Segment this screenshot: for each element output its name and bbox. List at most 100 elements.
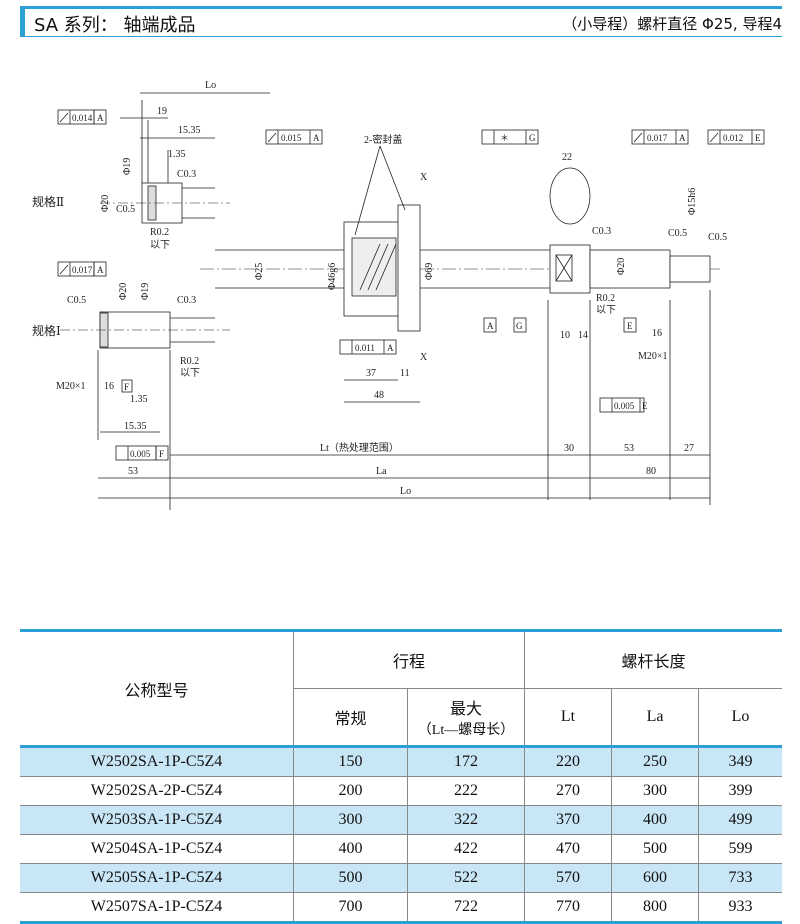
table-cell-lo: 349 bbox=[698, 746, 782, 777]
datum-g-1: G bbox=[529, 133, 536, 143]
seal-label: 2-密封盖 bbox=[364, 133, 402, 146]
table-cell-lt: 270 bbox=[524, 776, 612, 806]
table-cell-normal: 300 bbox=[293, 805, 408, 835]
dim-phi46: Φ46g6 bbox=[327, 263, 338, 290]
datum-e-3: E bbox=[642, 401, 648, 411]
dim-phi20-left: Φ20 bbox=[118, 283, 129, 300]
tol-0014: 0.014 bbox=[72, 113, 93, 123]
dim-1535-top: 15.35 bbox=[178, 125, 201, 136]
table-cell-la: 600 bbox=[611, 863, 699, 893]
header-la: La bbox=[611, 688, 699, 748]
spec-table: 公称型号 行程 螺杆长度 常规 最大 （Lt—螺母长） Lt La Lo W25… bbox=[20, 629, 782, 924]
header-max-cell: 最大 （Lt—螺母长） bbox=[407, 688, 525, 748]
dim-r02-top: R0.2 bbox=[150, 227, 169, 238]
dim-phi15h6: Φ15h6 bbox=[687, 188, 698, 215]
tol-star: ＊ bbox=[500, 133, 509, 143]
header-max: 最大 bbox=[449, 701, 482, 718]
dim-c05-right2: C0.5 bbox=[708, 232, 727, 243]
lo-bottom-label: Lo bbox=[400, 486, 411, 497]
dim-27: 27 bbox=[684, 443, 694, 454]
table-cell-model: W2507SA-1P-C5Z4 bbox=[20, 892, 294, 924]
tol-0005-left: 0.005 bbox=[130, 449, 151, 459]
dim-80: 80 bbox=[646, 466, 656, 477]
lt-heat-label: Lt（热处理范围） bbox=[320, 441, 399, 454]
tol-0011: 0.011 bbox=[355, 343, 375, 353]
la-label: La bbox=[376, 466, 387, 477]
table-cell-normal: 400 bbox=[293, 834, 408, 864]
tol-0005-right: 0.005 bbox=[614, 401, 635, 411]
dim-10: 10 bbox=[560, 330, 570, 341]
table-cell-la: 400 bbox=[611, 805, 699, 835]
table-cell-max: 222 bbox=[407, 776, 525, 806]
lo-top-dimension: Lo bbox=[140, 80, 270, 94]
table-cell-la: 800 bbox=[611, 892, 699, 924]
dim-c05-top: C0.5 bbox=[116, 204, 135, 215]
table-cell-max: 522 bbox=[407, 863, 525, 893]
dim-c05-right1: C0.5 bbox=[668, 228, 687, 239]
header-stroke: 行程 bbox=[293, 629, 525, 689]
dim-phi19-top: Φ19 bbox=[122, 158, 133, 175]
dim-135-left: 1.35 bbox=[130, 394, 148, 405]
dim-r02-sub-left: 以下 bbox=[180, 368, 200, 379]
datum-g-2: G bbox=[516, 321, 523, 331]
table-cell-model: W2502SA-2P-C5Z4 bbox=[20, 776, 294, 806]
header-model: 公称型号 bbox=[20, 629, 294, 748]
spec2-shaft-end: 规格Ⅱ 19 15.35 1.35 C0.3 C0.5 R0.2 以下 Φ19 … bbox=[32, 100, 230, 251]
table-cell-lt: 220 bbox=[524, 746, 612, 777]
header-lt: Lt bbox=[524, 688, 612, 748]
dim-11: 11 bbox=[400, 368, 410, 379]
technical-drawing: Lo 规格Ⅱ 19 15.35 1.35 C0.3 C0.5 R0.2 以下 Φ… bbox=[32, 80, 765, 510]
datum-f-2: F bbox=[159, 449, 164, 459]
dim-22: 22 bbox=[562, 152, 572, 163]
dim-phi25: Φ25 bbox=[254, 263, 265, 280]
tol-0012: 0.012 bbox=[723, 133, 743, 143]
table-cell-model: W2502SA-1P-C5Z4 bbox=[20, 746, 294, 777]
header-length: 螺杆长度 bbox=[524, 629, 782, 689]
dim-m20-left: M20×1 bbox=[56, 381, 86, 392]
table-header-row-1: 公称型号 行程 螺杆长度 bbox=[20, 629, 782, 748]
dim-r02-sub-top: 以下 bbox=[150, 240, 170, 251]
spec1-shaft-end: 规格Ⅰ 0.017 A C0.5 C0.3 R0.2 以下 M20×1 16 F… bbox=[32, 261, 230, 510]
dim-m20-right: M20×1 bbox=[638, 351, 668, 362]
table-cell-la: 250 bbox=[611, 746, 699, 777]
spec2-label: 规格Ⅱ bbox=[32, 194, 64, 209]
table-cell-normal: 200 bbox=[293, 776, 408, 806]
datum-a-3: A bbox=[313, 133, 320, 143]
datum-a-4: A bbox=[387, 343, 394, 353]
dim-135-top: 1.35 bbox=[168, 149, 186, 160]
dim-c05-left: C0.5 bbox=[67, 295, 86, 306]
dim-phi19-left: Φ19 bbox=[140, 283, 151, 300]
table-cell-lo: 599 bbox=[698, 834, 782, 864]
table-cell-la: 300 bbox=[611, 776, 699, 806]
x-mark-bottom: X bbox=[420, 352, 428, 363]
x-mark-top: X bbox=[420, 172, 428, 183]
page-subtitle: （小导程）螺杆直径 Φ25, 导程4 bbox=[562, 15, 782, 33]
datum-e-2: E bbox=[755, 133, 761, 143]
dim-c03-left: C0.3 bbox=[177, 295, 196, 306]
table-cell-max: 722 bbox=[407, 892, 525, 924]
datum-a-2: A bbox=[97, 265, 104, 275]
table-cell-lt: 570 bbox=[524, 863, 612, 893]
dim-53-right: 53 bbox=[624, 443, 634, 454]
dim-53-left: 53 bbox=[128, 466, 138, 477]
table-cell-max: 422 bbox=[407, 834, 525, 864]
table-cell-model: W2505SA-1P-C5Z4 bbox=[20, 863, 294, 893]
table-cell-lo: 499 bbox=[698, 805, 782, 835]
datum-f-1: F bbox=[124, 382, 129, 392]
dim-30: 30 bbox=[564, 443, 574, 454]
spec1-label: 规格Ⅰ bbox=[32, 323, 61, 338]
dim-phi69: Φ69 bbox=[424, 263, 435, 280]
datum-a-6: A bbox=[679, 133, 686, 143]
dim-phi20-top: Φ20 bbox=[100, 195, 111, 212]
tol-0017-left: 0.017 bbox=[72, 265, 93, 275]
dim-phi20-right: Φ20 bbox=[616, 258, 627, 275]
table-cell-la: 500 bbox=[611, 834, 699, 864]
dim-14: 14 bbox=[578, 330, 588, 341]
datum-a-1: A bbox=[97, 113, 104, 123]
dim-16-right: 16 bbox=[652, 328, 662, 339]
lo-top-label: Lo bbox=[205, 80, 216, 91]
tol-0017-right: 0.017 bbox=[647, 133, 668, 143]
table-cell-model: W2503SA-1P-C5Z4 bbox=[20, 805, 294, 835]
